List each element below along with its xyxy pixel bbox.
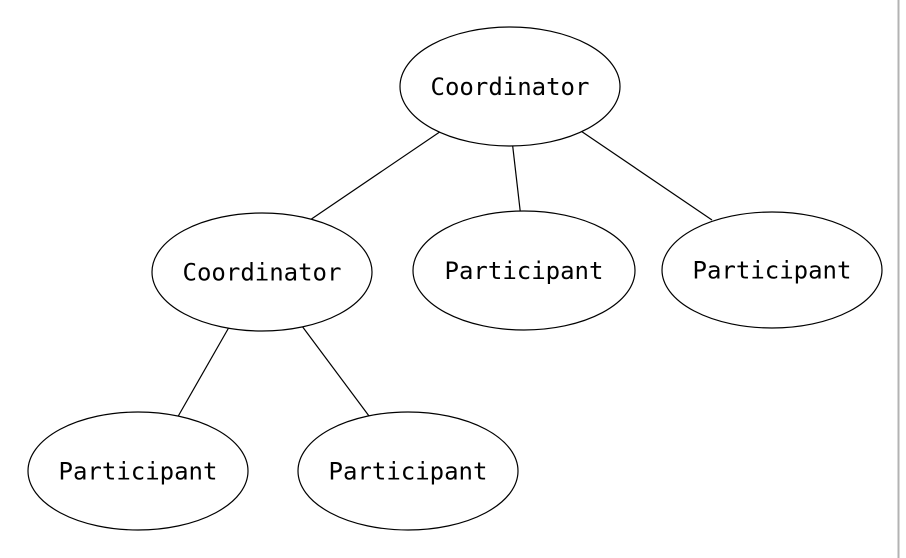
edge-root-to-coordinator2 [309, 124, 451, 221]
node-ellipse [399, 26, 621, 147]
node-ellipse [151, 212, 373, 332]
node-ellipse [27, 411, 249, 531]
node-label: Coordinator [183, 259, 342, 287]
edge-group [175, 124, 713, 421]
edge-root-to-participant1 [511, 139, 522, 219]
node-participant-4: Participant [297, 411, 519, 531]
node-participant-2: Participant [661, 211, 883, 329]
node-label: Coordinator [431, 73, 590, 101]
node-ellipse [661, 211, 883, 329]
node-participant-3: Participant [27, 411, 249, 531]
node-participant-1: Participant [412, 210, 636, 331]
node-label: Participant [445, 257, 604, 285]
edge-root-to-participant2 [574, 126, 713, 221]
node-label: Participant [329, 458, 488, 486]
edge-coordinator2-to-participant3 [175, 321, 233, 421]
node-ellipse [297, 411, 519, 531]
node-root-coordinator: Coordinator [399, 26, 621, 147]
node-label: Participant [59, 458, 218, 486]
edge-coordinator2-to-participant4 [295, 317, 373, 421]
node-label: Participant [693, 257, 852, 285]
node-ellipse [412, 210, 636, 331]
node-coordinator-2: Coordinator [151, 212, 373, 332]
